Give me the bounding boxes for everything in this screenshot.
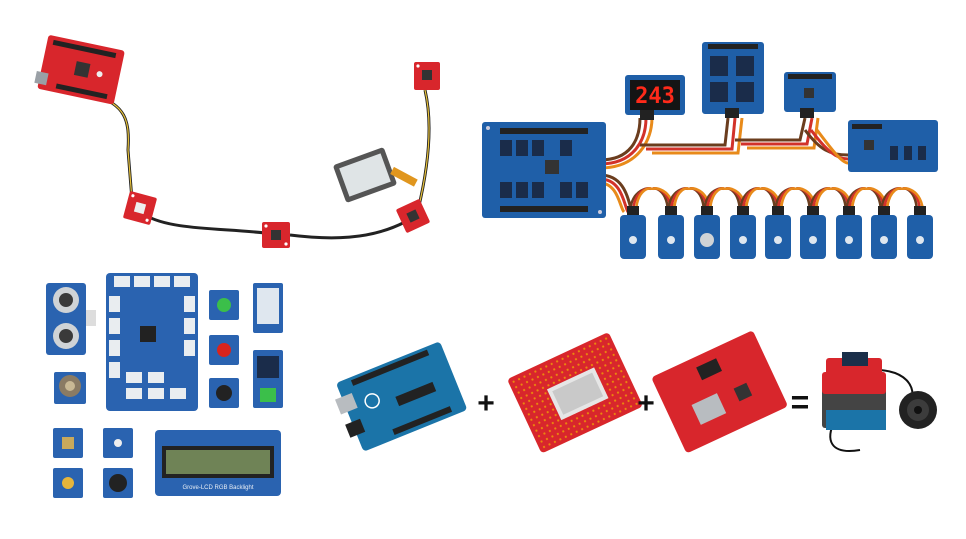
relay-and-sensor-network: 243 (482, 42, 938, 259)
quad-relay-module (702, 42, 764, 118)
grove-led-module-green (209, 290, 239, 320)
sensor-pod (694, 206, 720, 259)
sensor-wire (634, 187, 676, 215)
servo-wire-harness (599, 117, 849, 214)
arduino-shield-stack: + + = (335, 331, 937, 453)
relay-controller-board (482, 122, 606, 218)
qwiic-sensor-board (414, 62, 440, 90)
sensor-pod-row (620, 206, 933, 259)
grove-lcd-rgb-backlight: Grove-LCD RGB Backlight (155, 430, 281, 496)
sensor-pod (871, 206, 897, 259)
sensor-wire (744, 187, 783, 215)
grove-buzzer (103, 468, 133, 498)
arduino-uno-board (335, 342, 467, 451)
plus-sign-2: + (637, 387, 655, 420)
qwiic-sensor-chain (34, 35, 440, 248)
sensor-wire (850, 187, 889, 215)
grove-sound-sensor (209, 378, 239, 408)
sensor-pod (620, 206, 646, 259)
equals-sign: = (791, 384, 810, 420)
sensor-pod (658, 206, 684, 259)
grove-rotary-angle-sensor (54, 372, 86, 404)
grove-touch-sensor (103, 428, 133, 458)
grove-button-module (53, 428, 83, 458)
grove-starter-kit: Grove-LCD RGB Backlight (46, 273, 283, 498)
sensor-pod (765, 206, 791, 259)
qwiic-cable (416, 89, 431, 211)
grove-light-sensor (53, 468, 83, 498)
sensor-pod (907, 206, 933, 259)
qwiic-cable (94, 93, 134, 201)
speaker (899, 391, 937, 429)
seven-segment-readout: 243 (635, 84, 675, 109)
sparkfun-redboard (34, 35, 125, 105)
assembled-stack (822, 352, 914, 452)
lcd-board-label: Grove-LCD RGB Backlight (182, 485, 253, 491)
grove-temperature-humidity-sensor (253, 283, 283, 333)
sensor-pod (730, 206, 756, 259)
sensor-wire (708, 187, 748, 215)
sensor-wire (885, 187, 925, 215)
qwiic-cable (94, 94, 133, 201)
qwiic-cable (417, 89, 430, 211)
grove-led-module-red (209, 335, 239, 365)
sensor-wire (779, 187, 818, 215)
io-expander-module (784, 72, 836, 118)
qwiic-sensor-board (123, 191, 157, 225)
mp3-player-shield (652, 331, 787, 453)
motor-driver-board (848, 120, 938, 172)
qwiic-sensor-board (262, 222, 290, 248)
plus-sign: + (477, 387, 495, 420)
sensor-chain-loops (628, 187, 925, 215)
wifi-shield (508, 333, 642, 453)
sensor-wire (814, 187, 854, 215)
grove-base-shield (106, 273, 198, 411)
sensor-pod (836, 206, 862, 259)
seven-segment-display-module: 243 (625, 75, 685, 120)
qwiic-cable (144, 213, 266, 235)
grove-relay-module (253, 350, 283, 408)
grove-ultrasonic-sensor (46, 283, 96, 355)
qwiic-sensor-board (396, 199, 430, 233)
sensor-wire (672, 187, 712, 215)
sensor-pod (800, 206, 826, 259)
qwiic-oled-display (333, 147, 418, 203)
qwiic-cable (289, 220, 406, 240)
